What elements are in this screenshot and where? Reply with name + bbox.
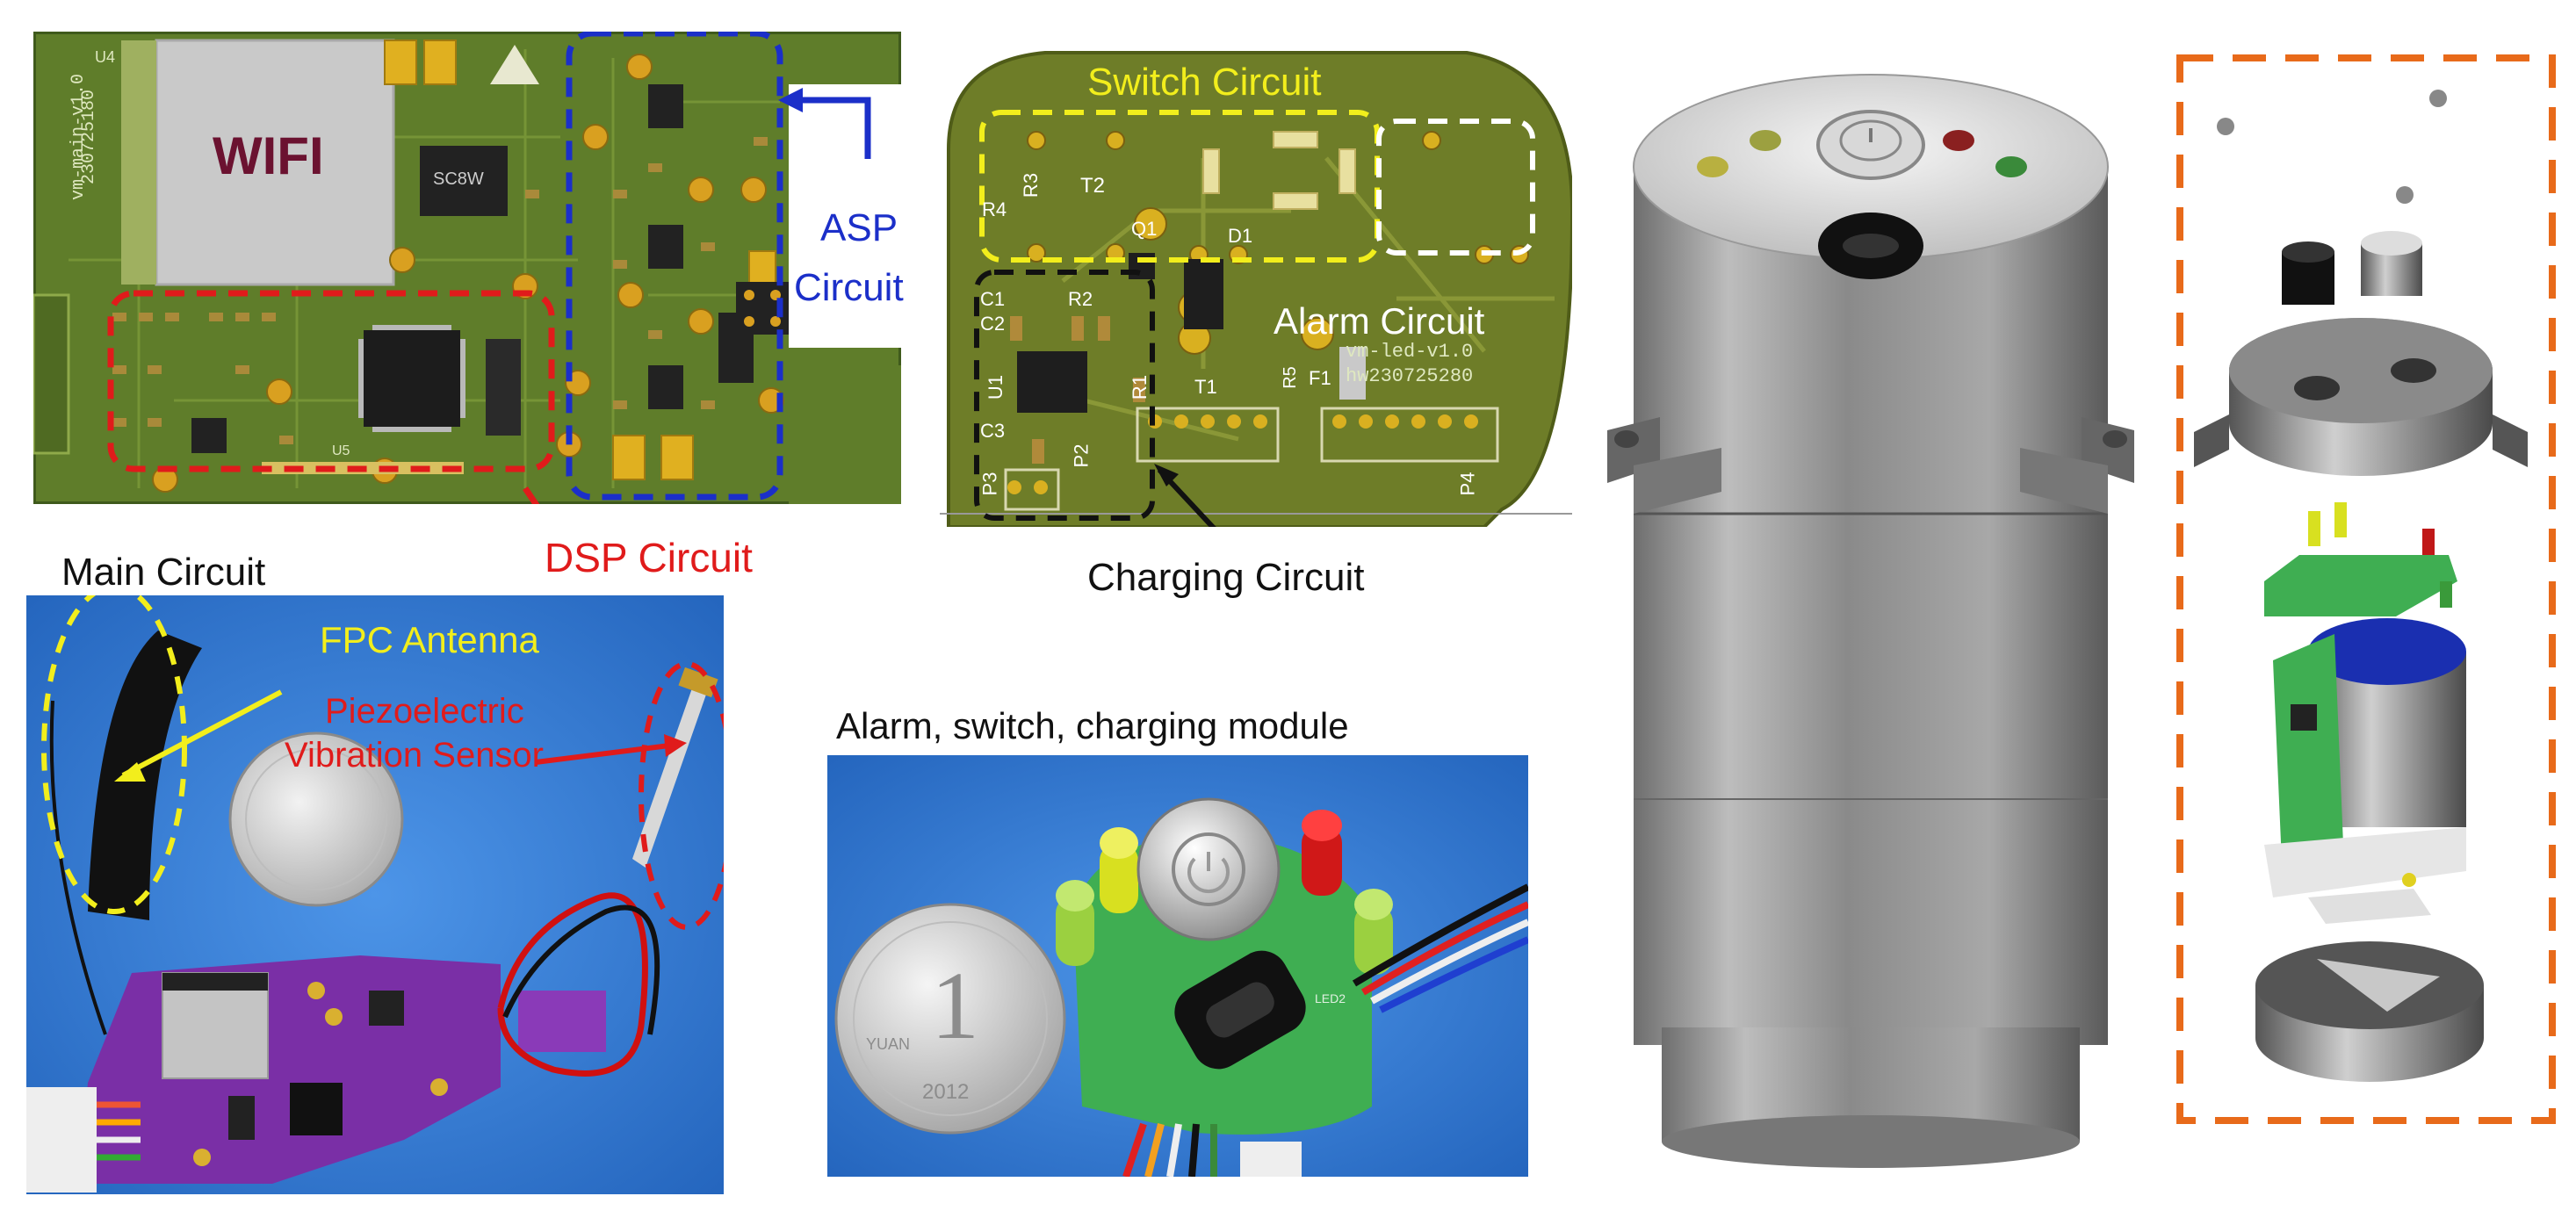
exploded-charging-port	[2282, 241, 2334, 305]
ref-q1: Q1	[1131, 218, 1158, 240]
module-photo: 1 2012 YUAN LED2	[827, 755, 1528, 1177]
ref-r5: R5	[1280, 366, 1300, 389]
exploded-main-board	[2264, 634, 2466, 897]
sensor-label-line1: Piezoelectric	[325, 692, 524, 731]
device-power-button	[1816, 110, 1925, 180]
piezo-sensor	[632, 683, 707, 868]
switch-circuit-label: Switch Circuit	[1087, 61, 1322, 104]
alarm-circuit-label: Alarm Circuit	[1274, 300, 1485, 342]
exploded-bottom-cup	[2255, 941, 2484, 1082]
device-led-indicators	[1697, 130, 2027, 177]
ref-c1: C1	[980, 288, 1006, 310]
led-yellow-1	[1100, 827, 1138, 913]
led-green-1	[1056, 880, 1094, 966]
exploded-led-board	[2264, 502, 2457, 616]
dsp-label: DSP Circuit	[545, 535, 753, 580]
main-pcb-board	[33, 32, 901, 504]
main-pcb-render: WIFI vm-main-v1.0 230725180 U4 SC8W U5	[33, 32, 901, 504]
ref-u1: U1	[985, 374, 1007, 400]
charging-circuit-label: Charging Circuit	[1087, 556, 1365, 599]
silk-u4: U4	[95, 48, 116, 66]
ref-p2: P2	[1070, 443, 1093, 468]
antenna-outline	[41, 595, 187, 914]
cylinder-body	[1634, 167, 2108, 1045]
ref-t1: T1	[1194, 376, 1217, 398]
coin	[228, 731, 404, 907]
led-pcb-render: Switch Circuit Alarm Circuit vm-led-v1.0…	[940, 35, 1572, 527]
sensor-label-line2: Vibration Sensor	[285, 736, 544, 775]
led-silk-name: vm-led-v1.0	[1346, 341, 1474, 363]
main-circuit-photo: FPC Antenna Piezoelectric Vibration Sens…	[26, 595, 724, 1194]
coin-text: YUAN	[866, 1035, 911, 1053]
main-circuit-title: Main Circuit	[61, 551, 266, 594]
ref-d1: D1	[1228, 225, 1253, 247]
charging-circuit-outline	[974, 270, 1155, 521]
mcu-chip	[364, 330, 460, 427]
ref-r2: R2	[1068, 288, 1093, 310]
ref-r1: R1	[1129, 374, 1151, 400]
silk-board-date: 230725180	[79, 89, 100, 185]
silk-sc8w: SC8W	[433, 169, 484, 189]
module-coin	[834, 903, 1066, 1135]
charger-ic	[1017, 351, 1087, 413]
ref-r3: R3	[1020, 172, 1043, 198]
alarm-circuit-outline	[1376, 119, 1535, 256]
exploded-view	[2176, 54, 2556, 1124]
led-silk-date: hw230725280	[1346, 365, 1474, 387]
asp-label-line2: Circuit	[794, 266, 904, 309]
coin-year: 2012	[922, 1080, 970, 1104]
led-red	[1302, 810, 1342, 896]
ref-p4: P4	[1456, 472, 1479, 496]
wifi-module	[155, 39, 395, 286]
dsp-circuit-outline	[107, 290, 555, 472]
wifi-label: WIFI	[213, 126, 324, 185]
ref-f1: F1	[1309, 367, 1331, 389]
charging-port	[1174, 950, 1306, 1070]
led-pcb-board	[940, 51, 1572, 527]
asp-label-line1: ASP	[820, 206, 898, 249]
esd-warning-icon	[490, 45, 539, 84]
exploded-outline	[2176, 54, 2556, 1124]
silk-u5: U5	[332, 443, 350, 458]
ref-c2: C2	[980, 313, 1006, 335]
asp-circuit-outline	[566, 32, 783, 501]
switch-circuit-outline	[979, 110, 1380, 263]
assembled-device	[1607, 70, 2134, 1168]
led-green-2	[1354, 889, 1393, 975]
ref-p3: P3	[978, 472, 1001, 496]
ref-r4: R4	[982, 198, 1007, 220]
fpc-antenna-label: FPC Antenna	[320, 619, 539, 660]
power-icon	[1187, 852, 1230, 894]
exploded-top-cap	[2194, 318, 2528, 476]
ref-c3: C3	[980, 420, 1006, 442]
exploded-power-button	[2361, 231, 2422, 296]
led2-silk: LED2	[1315, 991, 1346, 1005]
coin-numeral: 1	[931, 952, 979, 1059]
module-title: Alarm, switch, charging module	[836, 705, 1349, 746]
ref-t2: T2	[1080, 174, 1106, 198]
fpc-antenna	[88, 631, 202, 920]
asp-arrow	[784, 97, 871, 159]
